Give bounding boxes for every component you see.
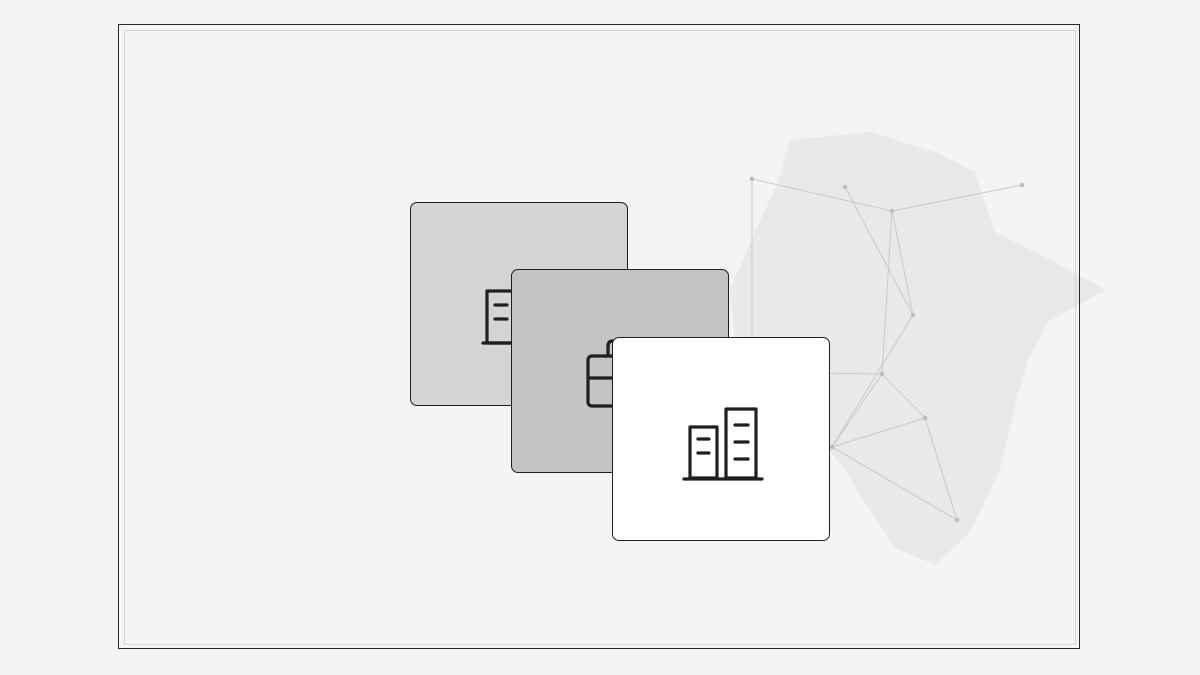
background-blob (730, 132, 1105, 565)
outer-frame (118, 24, 1080, 649)
card-front (612, 337, 830, 541)
network-lines (751, 178, 1023, 521)
buildings-icon (682, 407, 764, 481)
inner-frame (124, 30, 1076, 645)
